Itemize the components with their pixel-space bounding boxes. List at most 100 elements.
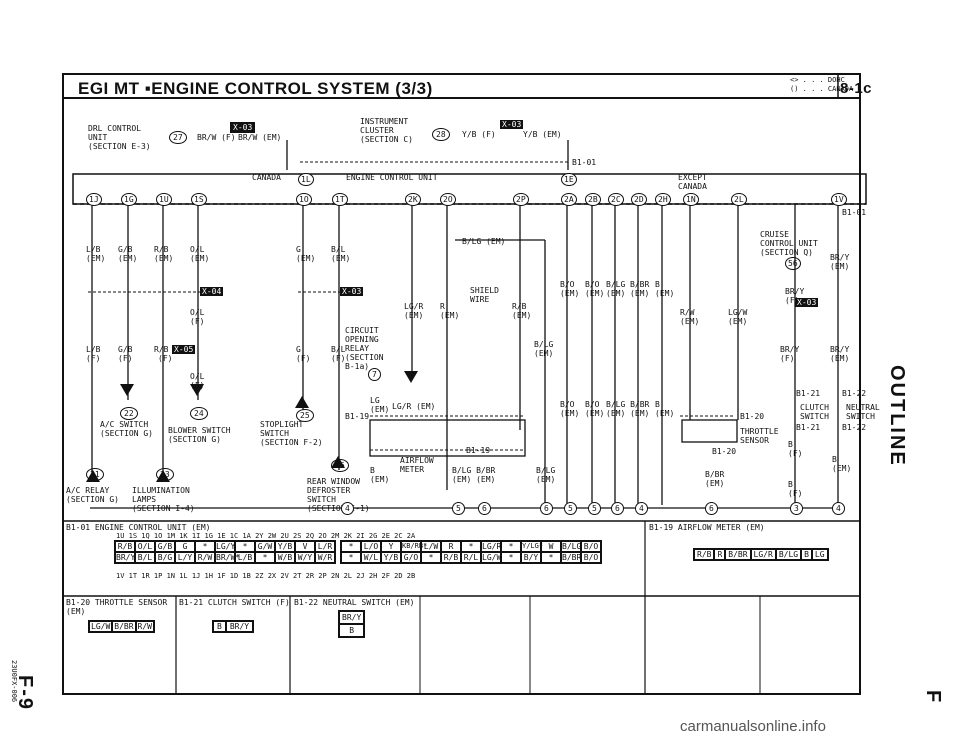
wire-b5: B (EM) bbox=[832, 455, 852, 473]
ecu1-r1-c1: R/B bbox=[115, 541, 135, 552]
blower-switch-label: BLOWER SWITCH (SECTION G) bbox=[168, 426, 231, 444]
ecu-pin-2c: 2C bbox=[608, 193, 624, 206]
ecu-pin-1g: 1G bbox=[121, 193, 137, 206]
wire-blg5: B/LG (EM) bbox=[536, 466, 556, 484]
cruise-pin-badge: 56 bbox=[785, 257, 801, 270]
corner-letter: F bbox=[922, 690, 944, 705]
wire-blg4: B/LG B/BR (EM) (EM) bbox=[452, 466, 496, 484]
ecu2-r2-c2: W/L bbox=[361, 552, 381, 563]
ecu-pin-2l: 2L bbox=[731, 193, 747, 206]
ecu-pin-1l: 1L bbox=[298, 173, 314, 186]
instrument-cluster-label: INSTRUMENT CLUSTER (SECTION C) bbox=[360, 117, 413, 144]
wire-bry-f: BR/Y (F) bbox=[785, 287, 805, 305]
wire-b-em: B (EM) bbox=[655, 280, 675, 298]
drl-control-unit-label: DRL CONTROL UNIT (SECTION E-3) bbox=[88, 124, 151, 151]
wire-ol-em: O/L (EM) bbox=[190, 245, 210, 263]
circuit-opening-relay-label: CIRCUIT OPENING RELAY (SECTION B-1a) bbox=[345, 326, 384, 371]
ecu1-r1-c9: Y/B bbox=[275, 541, 295, 552]
ecu1-r2-c2: B/L bbox=[135, 552, 155, 563]
ecu-pin-2o: 2O bbox=[440, 193, 456, 206]
ground-5b: 5 bbox=[564, 502, 577, 515]
circuit-pin-badge: 7 bbox=[368, 368, 381, 381]
ecu2-r2-c10: B/Y bbox=[521, 552, 541, 563]
wire-rb-em: R/B (EM) bbox=[154, 245, 174, 263]
ecu1-r2-c11: W/R bbox=[315, 552, 335, 563]
wire-bo4: B/O (EM) bbox=[585, 400, 605, 418]
ground-4b: 4 bbox=[635, 502, 648, 515]
wire-lgw-em: LG/W (EM) bbox=[728, 308, 748, 326]
ecu-pin-1n: 1N bbox=[683, 193, 699, 206]
clutch-switch-label: CLUTCH SWITCH bbox=[800, 403, 829, 421]
ecu2-r2-c11: * bbox=[541, 552, 561, 563]
clutch-pin-2: BR/Y bbox=[225, 621, 254, 632]
inst-wire-em: Y/B (EM) bbox=[523, 130, 562, 139]
ground-6a: 6 bbox=[478, 502, 491, 515]
ecu2-r1-c1: * bbox=[341, 541, 361, 552]
throttle-connector-title: B1-20 THROTTLE SENSOR (EM) bbox=[66, 598, 168, 616]
ecu1-r2-c4: L/Y bbox=[175, 552, 195, 563]
ecu-connector-title: B1-01 ENGINE CONTROL UNIT (EM) bbox=[66, 523, 211, 532]
cruise-control-label: CRUISE CONTROL UNIT (SECTION Q) bbox=[760, 230, 818, 257]
ecu2-r2-c4: G/O bbox=[401, 552, 421, 563]
wire-g-f: G (F) bbox=[296, 345, 311, 363]
ecu2-r2-c1: * bbox=[341, 552, 361, 563]
ecu1-r2-c3: B/G bbox=[155, 552, 175, 563]
wire-bo2-em: B/O (EM) bbox=[585, 280, 605, 298]
b119-label: B1-19 bbox=[345, 412, 370, 421]
connector-x03a: X-03 bbox=[340, 287, 364, 296]
b121-label: B1-21 bbox=[796, 389, 821, 398]
wire-bl-f: B/L (F) bbox=[331, 345, 346, 363]
neutral-switch-label: NEUTRAL SWITCH bbox=[846, 403, 880, 421]
ecu2-r2-c3: Y/B bbox=[381, 552, 401, 563]
page-title: EGI MT ▪ENGINE CONTROL SYSTEM (3/3) bbox=[78, 79, 433, 98]
airflow-pin-3: B/BR bbox=[725, 549, 751, 560]
ecu-pin-1j: 1J bbox=[86, 193, 102, 206]
ecu-pin-2b: 2B bbox=[585, 193, 601, 206]
drl-pin-badge: 27 bbox=[169, 131, 187, 144]
ecu2-r1-c13: B/O bbox=[581, 541, 601, 552]
wire-b3: B (EM) bbox=[370, 466, 390, 484]
throttle-pin-1: LG/W bbox=[89, 621, 113, 632]
neutral-connector-title: B1-22 NEUTRAL SWITCH (EM) bbox=[294, 598, 415, 607]
ecu2-r1-c11: W bbox=[541, 541, 561, 552]
connector-x03b: X-03 bbox=[795, 298, 819, 307]
airflow-pin-2: R bbox=[714, 549, 726, 560]
connector-x05: X-05 bbox=[172, 345, 196, 354]
ground-5a: 5 bbox=[452, 502, 465, 515]
ecu-pin-2p: 2P bbox=[513, 193, 529, 206]
wire-lgr-em: LG/R (EM) bbox=[404, 302, 424, 320]
throttle-pin-2: B/BR bbox=[112, 621, 136, 632]
ecu2-r1-c9: * bbox=[501, 541, 521, 552]
ground-4c: 4 bbox=[832, 502, 845, 515]
wire-lb-em: L/B (EM) bbox=[86, 245, 106, 263]
neutral-pin-1: BR/Y bbox=[339, 611, 365, 624]
rear-window-defroster-label: REAR WINDOW DEFROSTER SWITCH (SECTION I-… bbox=[307, 477, 370, 513]
ecu-connector-2: * L/O Y KB/RB* L/W R * LG/R * Y/LG* W B/… bbox=[340, 540, 602, 564]
wire-b4: B (F) bbox=[788, 440, 803, 458]
wire-bry-em: BR/Y (EM) bbox=[830, 253, 850, 271]
except-canada-label: EXCEPT CANADA bbox=[678, 173, 707, 191]
ecu1-r1-c7: * bbox=[235, 541, 255, 552]
ecu1-r2-c5: R/W bbox=[195, 552, 215, 563]
b120-label-2: B1-20 bbox=[712, 447, 737, 456]
ac-switch-pin: 22 bbox=[120, 407, 138, 420]
inst-pin-badge: 28 bbox=[432, 128, 450, 141]
ecu2-r1-c6: R bbox=[441, 541, 461, 552]
wire-b6: B (F) bbox=[788, 480, 803, 498]
ecu2-r1-c3: Y bbox=[381, 541, 401, 552]
ac-switch-label: A/C SWITCH (SECTION G) bbox=[100, 420, 153, 438]
shield-wire-label: SHIELD WIRE bbox=[470, 286, 499, 304]
ground-4a: 4 bbox=[341, 502, 354, 515]
ecu2-r2-c5: * bbox=[421, 552, 441, 563]
ecu2-r1-c2: L/O bbox=[361, 541, 381, 552]
ecu-pin-1o: 1O bbox=[296, 193, 312, 206]
wire-bo3: B/O (EM) bbox=[560, 400, 580, 418]
wire-gb-em: G/B (EM) bbox=[118, 245, 138, 263]
wire-blg-em: B/LG (EM) bbox=[462, 237, 506, 246]
stoplight-switch-label: STOPLIGHT SWITCH (SECTION F-2) bbox=[260, 420, 323, 447]
ground-6d: 6 bbox=[705, 502, 718, 515]
ground-6c: 6 bbox=[611, 502, 624, 515]
drl-wire-em: BR/W (EM) bbox=[238, 133, 282, 142]
ecu2-r2-c7: R/L bbox=[461, 552, 481, 563]
ecu-connector-1: R/B O/L G/B G * LG/Y * G/W Y/B V L/R BR/… bbox=[114, 540, 336, 564]
